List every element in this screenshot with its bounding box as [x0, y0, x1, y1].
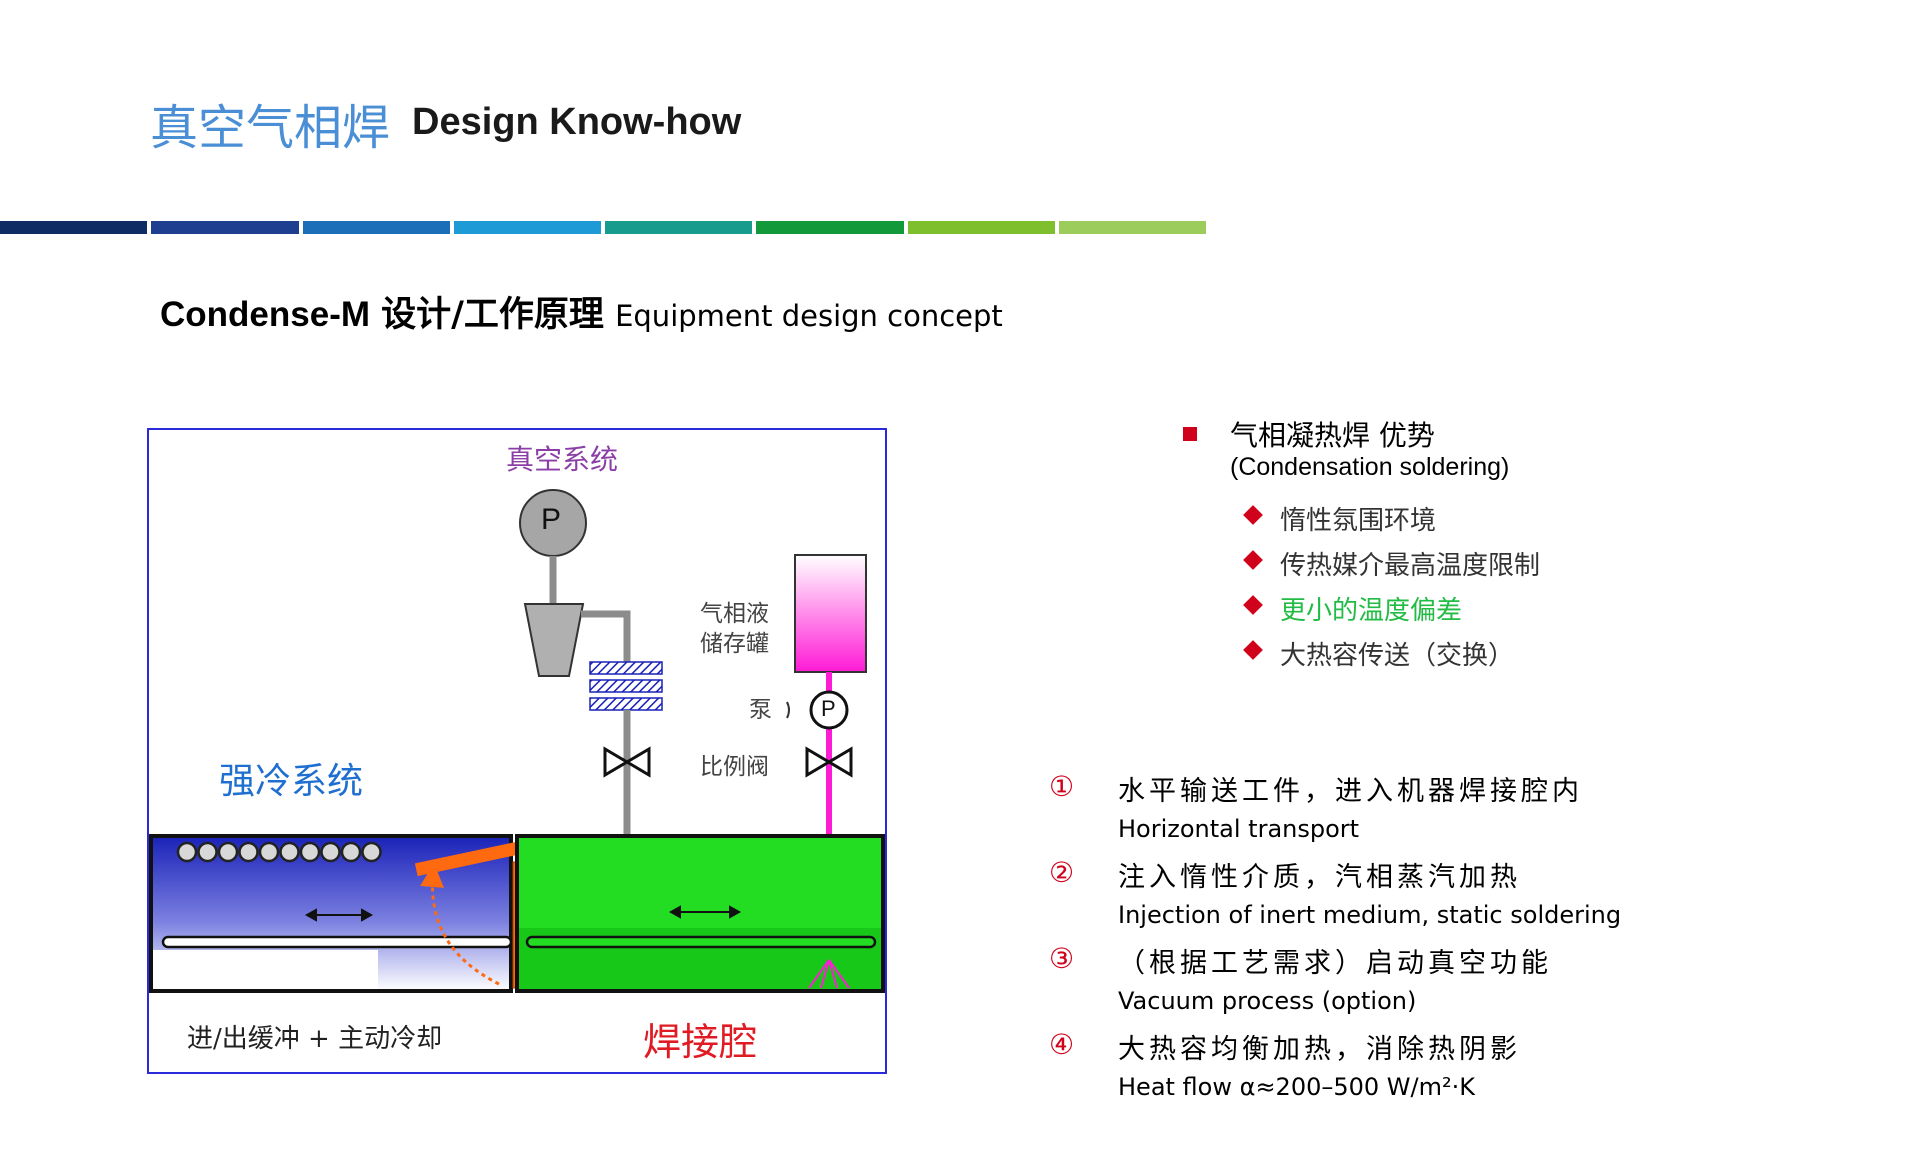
label-pump: 泵: [749, 697, 772, 723]
stripe-segment: [453, 221, 601, 234]
step-number: ④: [1049, 1028, 1075, 1061]
step-description-cn: 注入惰性介质，汽相蒸汽加热: [1118, 862, 1521, 893]
equipment-diagram: 真空系统 P 气相液 储存罐 泵 P 比例阀 强冷系统 进/出缓冲 + 主动冷却…: [147, 428, 887, 1074]
advantages-heading-en: (Condensation soldering): [1230, 453, 1510, 481]
diagram-graphics: [147, 428, 887, 1074]
step-description-en: Horizontal transport: [1118, 815, 1360, 843]
color-stripe-divider: [0, 221, 1210, 234]
roller-icon: [258, 841, 280, 863]
shutter-motion-arrow-icon: [420, 863, 500, 986]
buffer-transport-arrow-icon: [304, 908, 374, 922]
roller-icon: [176, 841, 198, 863]
label-vapor-tank-line1: 气相液: [700, 601, 769, 627]
step-description-cn: （根据工艺需求）启动真空功能: [1118, 948, 1552, 979]
advantage-marker-icon: [1183, 427, 1197, 441]
label-soldering-chamber: 焊接腔: [643, 1020, 758, 1064]
step-number: ②: [1049, 856, 1075, 889]
diamond-bullet-icon: [1243, 595, 1263, 615]
step-description-en: Vacuum process (option): [1118, 987, 1417, 1015]
vapor-injection-icon: [808, 959, 850, 989]
subtitle-product: Condense-M: [160, 295, 370, 334]
advantage-item: 更小的温度偏差: [1280, 596, 1463, 626]
label-buffer: 进/出缓冲 + 主动冷却: [187, 1024, 443, 1054]
step-description-cn: 大热容均衡加热，消除热阴影: [1118, 1034, 1521, 1065]
label-cooling-system: 强冷系统: [219, 761, 364, 802]
vapor-tank-icon: [794, 554, 867, 673]
stripe-segment: [907, 221, 1055, 234]
step-description-en: Injection of inert medium, static solder…: [1118, 901, 1622, 929]
diamond-bullet-icon: [1243, 505, 1263, 525]
roller-icon: [299, 841, 321, 863]
stripe-segment: [0, 221, 148, 234]
advantage-item: 传热媒介最高温度限制: [1280, 551, 1541, 581]
subtitle-en: Equipment design concept: [615, 299, 1003, 333]
buffer-conveyor-rail: [161, 935, 513, 949]
fluid-pump-icon: [809, 690, 849, 730]
roller-icon: [217, 841, 239, 863]
page-title-cn: 真空气相焊: [150, 100, 391, 156]
stripe-segment: [605, 221, 753, 234]
section-subtitle: Condense-M 设计/工作原理 Equipment design conc…: [160, 286, 1003, 337]
roller-icon: [320, 841, 341, 863]
cold-trap-icon: [523, 603, 585, 677]
advantage-item: 惰性氛围环境: [1280, 506, 1437, 536]
stripe-segment: [151, 221, 299, 234]
chamber-conveyor-rail: [525, 935, 877, 949]
vacuum-valve-icon: [603, 746, 651, 778]
roller-icon: [238, 841, 259, 863]
subtitle-cn: 设计/工作原理: [381, 295, 604, 335]
fluid-pump-letter: P: [821, 696, 836, 721]
step-description-en: Heat flow α≈200–500 W/m²·K: [1118, 1073, 1475, 1101]
stripe-segment: [1058, 221, 1206, 234]
page-title-en: Design Know-how: [412, 101, 742, 143]
proportional-valve-icon: [805, 746, 853, 778]
step-number: ③: [1049, 942, 1075, 975]
stripe-segment: [302, 221, 450, 234]
step-number: ①: [1049, 770, 1075, 803]
advantage-item: 大热容传送（交换）: [1280, 641, 1515, 671]
advantages-heading: 气相凝热焊 优势: [1230, 419, 1435, 452]
roller-icon: [279, 841, 300, 863]
roller-icon: [361, 841, 382, 863]
step-description-cn: 水平输送工件，进入机器焊接腔内: [1118, 776, 1583, 807]
roller-row: [176, 841, 382, 863]
diamond-bullet-icon: [1243, 640, 1263, 660]
pump-letter: P: [541, 503, 562, 536]
diamond-bullet-icon: [1243, 550, 1263, 570]
label-vacuum-system: 真空系统: [506, 443, 619, 476]
label-vapor-tank-line2: 储存罐: [700, 631, 769, 657]
stripe-segment: [756, 221, 904, 234]
filter-stack-icon: [589, 661, 663, 711]
label-proportional-valve: 比例阀: [700, 754, 769, 780]
roller-icon: [197, 841, 218, 863]
roller-icon: [340, 841, 362, 863]
chamber-transport-arrow-icon: [668, 905, 742, 919]
